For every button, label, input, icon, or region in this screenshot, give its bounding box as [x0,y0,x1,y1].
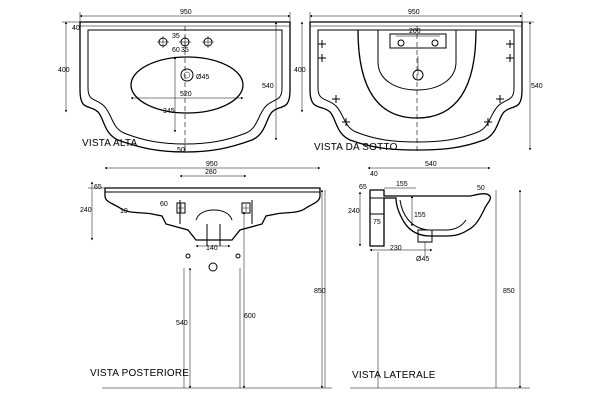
top-view-title: VISTA ALTA [82,138,137,149]
side-view-profile [369,189,492,247]
top-40-label: 40 [72,25,80,32]
top-view-drain [180,68,194,82]
side-drain-diameter-label: Ø45 [416,256,429,263]
rear-view-title: VISTA POSTERIORE [90,368,189,379]
bottom-view-fixing-points [318,40,514,126]
bottom-view-tap-plate [389,33,447,49]
side-230-label: 230 [390,245,402,252]
bottom-view-inner [317,29,515,143]
top-50-label: 50 [177,147,185,154]
rear-280-label: 280 [205,169,217,176]
side-view-bracket [369,197,385,215]
rear-60-label: 60 [160,201,168,208]
bottom-view-outline [309,21,523,151]
top-depth-label: 400 [58,67,70,74]
rear-140-label: 140 [206,245,218,252]
side-65-label: 65 [359,184,367,191]
rear-600-label: 600 [244,313,256,320]
side-240-label: 240 [348,208,360,215]
side-50-label: 50 [477,185,485,192]
side-850-label: 850 [503,288,515,295]
top-width-label: 950 [180,9,192,16]
rear-view-pedestal-cut [179,200,253,224]
bottom-200-label: 200 [409,28,421,35]
top-view-bowl [130,56,244,114]
top-bowl-width-label: 520 [180,91,192,98]
rear-view-tap-right [241,202,251,214]
side-155b-label: 155 [414,212,426,219]
side-40-label: 40 [370,171,378,178]
rear-view: 950 280 540 600 850 65 240 10 60 1 [80,161,332,389]
top-60-label: 60 [172,47,180,54]
top-view: 950 400 40 35 60 35 Ø45 520 345 540 50 V… [58,9,291,154]
rear-65-label: 65 [94,184,102,191]
rear-540-label: 540 [176,320,188,327]
side-155a-label: 155 [396,181,408,188]
side-75-label: 75 [373,219,381,226]
side-view: 540 40 65 155 50 240 155 75 230 Ø45 850 … [348,161,530,389]
rear-950-label: 950 [206,161,218,168]
bottom-540-label: 540 [531,83,543,90]
rear-240-label: 240 [80,207,92,214]
rear-10-label: 10 [120,208,128,215]
top-35a-label: 35 [172,33,180,40]
bottom-view: 950 200 400 540 VISTA DA SOTTO [294,9,543,153]
top-540-label: 540 [262,83,274,90]
side-view-title: VISTA LATERALE [352,370,436,381]
top-345-label: 345 [163,108,175,115]
top-35b-label: 35 [181,47,189,54]
rear-view-tap-left [176,202,186,214]
top-drain-diameter-label: Ø45 [196,74,209,81]
rear-850-label: 850 [314,288,326,295]
side-540-label: 540 [425,161,437,168]
bottom-400-label: 400 [294,67,306,74]
rear-view-slab [104,187,321,241]
rear-view-waste [208,262,218,272]
bottom-view-title: VISTA DA SOTTO [314,142,398,153]
top-view-drain-inner [183,71,191,79]
bottom-width-label: 950 [408,9,420,16]
